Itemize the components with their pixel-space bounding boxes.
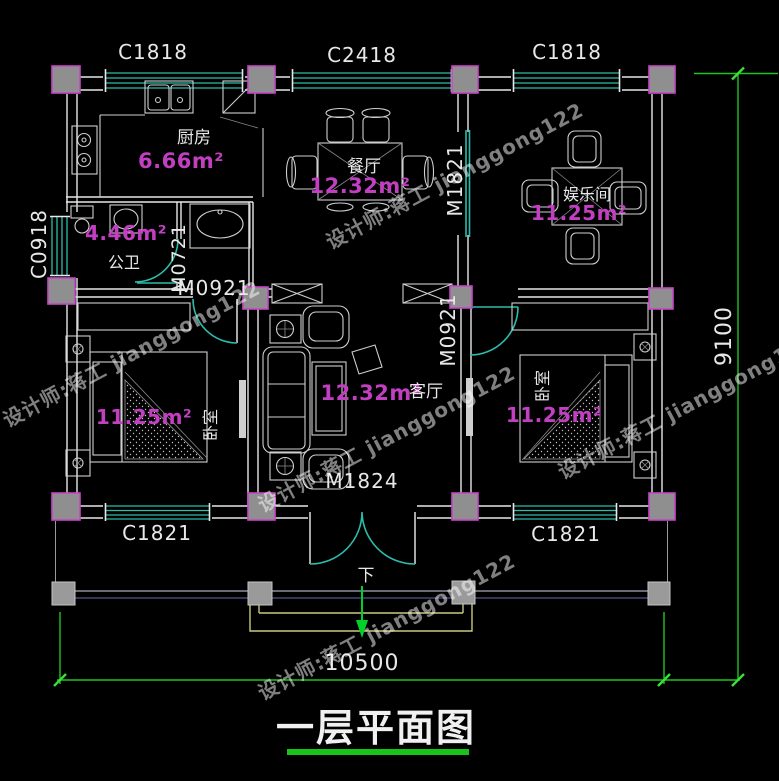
entrance-down-arrow	[356, 586, 368, 638]
room-area-bathroom: 4.46m²	[85, 221, 167, 245]
window-label-bottom-right: C1821	[531, 522, 601, 546]
watermark: 设计师:蒋工 jianggong122	[254, 549, 520, 705]
room-name-entertainment: 娱乐间	[563, 185, 611, 204]
door-bathroom	[134, 238, 180, 284]
living-room-sofa-set	[262, 305, 383, 490]
entertainment-table-set	[521, 130, 647, 265]
window-door-labels: C1818 C2418 C1818 C0918 C1821 C1821 M182…	[27, 40, 602, 546]
dimension-labels: 10500 9100 下	[325, 306, 738, 676]
window-bottom-left	[103, 502, 212, 522]
door-dining-sliding	[465, 130, 471, 237]
door-label-bedroom-left: M0921	[177, 276, 250, 300]
bedroom-right-furniture	[466, 302, 657, 479]
room-area-bedroom-left: 11.25m²	[96, 405, 192, 429]
bathroom-fixtures	[70, 203, 251, 249]
window-label-top-left: C1818	[118, 40, 188, 64]
structural-columns	[47, 65, 676, 521]
title-underline	[287, 749, 469, 755]
window-left	[46, 212, 80, 278]
dimension-horizontal: 10500	[325, 651, 400, 676]
page-title: 一层平面图	[276, 706, 476, 750]
dimension-lines	[53, 66, 778, 687]
dining-table-set	[285, 107, 435, 212]
direction-down-label: 下	[358, 566, 375, 586]
door-entrance-double	[309, 511, 416, 565]
door-label-entrance: M1824	[325, 469, 398, 493]
window-label-top-right: C1818	[532, 40, 602, 64]
door-label-bedroom-right: M0921	[436, 293, 460, 366]
room-area-living: 12.32m²	[320, 381, 421, 405]
kitchen-fixtures	[71, 80, 264, 197]
beam-boxes	[271, 283, 453, 304]
porch-columns	[51, 580, 671, 606]
bedroom-left-furniture	[65, 302, 246, 477]
entrance-opening	[308, 501, 417, 522]
door-label-dining-sliding: M1821	[443, 143, 467, 216]
window-top-center	[290, 68, 454, 93]
room-name-bathroom: 公卫	[108, 253, 140, 272]
door-label-bathroom: M0721	[168, 223, 190, 293]
room-area-entertainment: 11.25m²	[531, 201, 627, 225]
door-bedroom-right	[469, 306, 519, 356]
door-bedroom-left	[192, 298, 238, 344]
window-label-top-center: C2418	[327, 43, 397, 67]
window-bottom-right	[511, 502, 619, 522]
room-labels: 厨房 6.66m² 餐厅 12.32m² 娱乐间 11.25m² 4.46m² …	[85, 128, 627, 441]
window-top-right	[511, 68, 622, 93]
dimension-vertical: 9100	[712, 306, 737, 366]
room-name-dining: 餐厅	[347, 157, 381, 177]
room-name-bedroom-right: 卧室	[533, 370, 552, 402]
room-name-bedroom-left: 卧室	[201, 409, 220, 441]
title-block: 一层平面图	[276, 706, 476, 755]
room-area-bedroom-right: 11.25m²	[506, 403, 602, 427]
window-label-bottom-left: C1821	[122, 521, 192, 545]
room-area-kitchen: 6.66m²	[138, 149, 224, 173]
room-area-dining: 12.32m²	[309, 174, 410, 198]
window-label-left: C0918	[27, 209, 51, 279]
room-name-kitchen: 厨房	[177, 128, 211, 148]
room-name-living: 客厅	[409, 382, 443, 402]
